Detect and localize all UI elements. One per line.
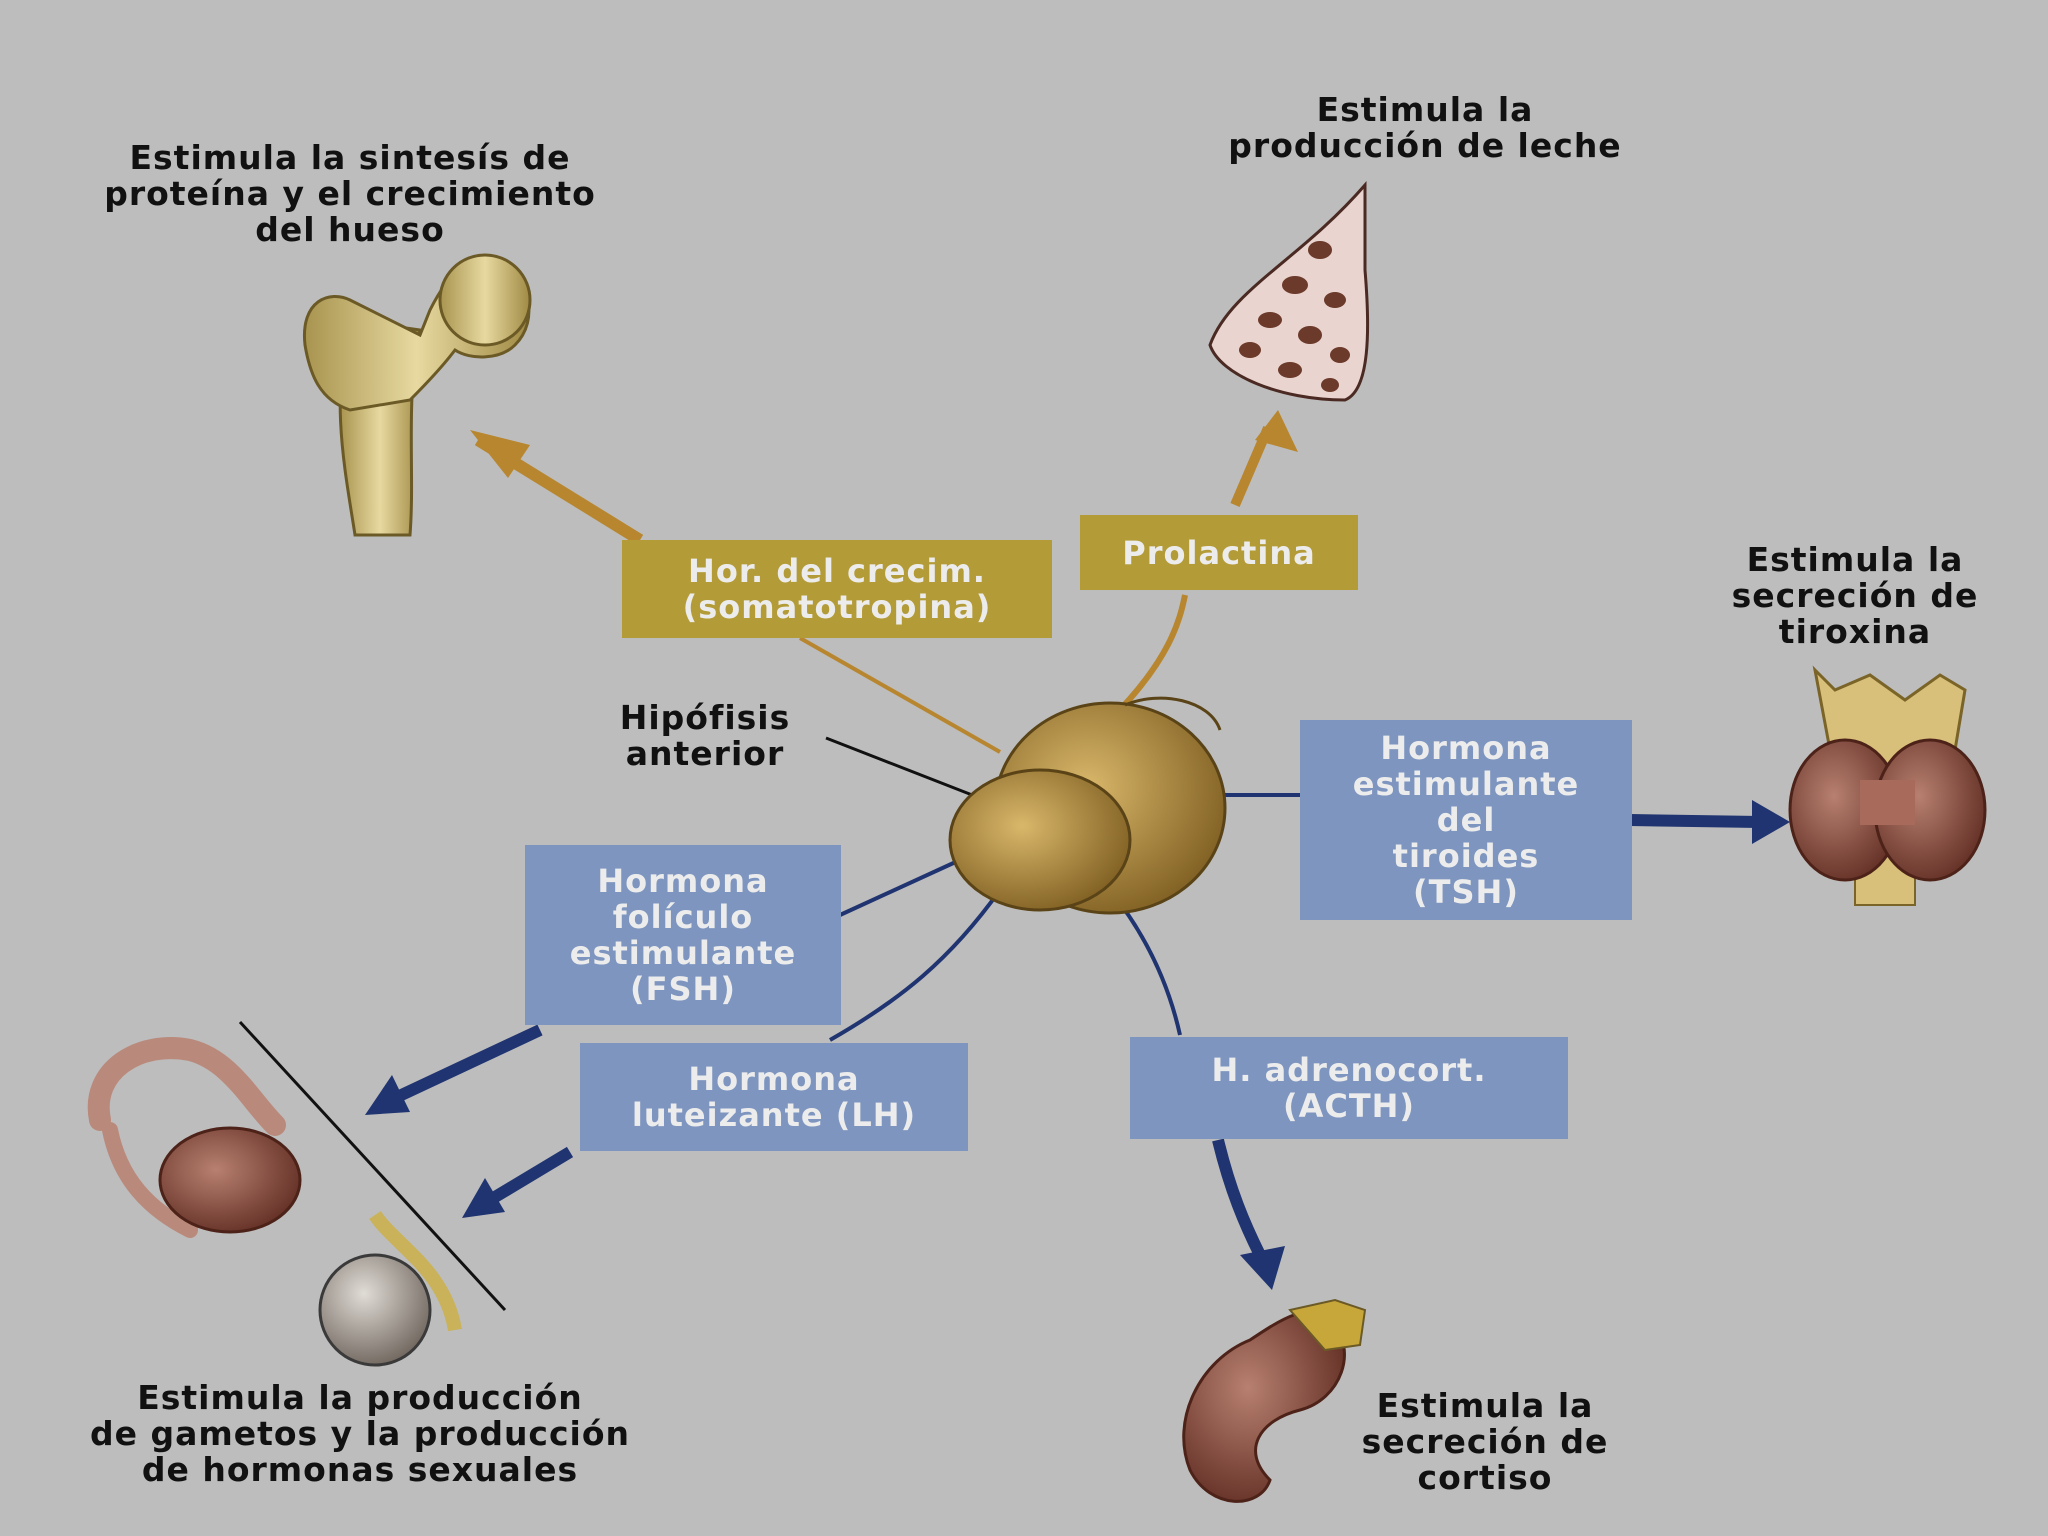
gonads-effect-caption: Estimula la producción de gametos y la p… — [89, 1378, 631, 1489]
kidney-adrenal — [1182, 1298, 1367, 1503]
mammary-gland — [1208, 180, 1370, 402]
growth-hormone-arrow — [470, 430, 1001, 754]
acth-box: H. adrenocort. (ACTH) — [1130, 1037, 1568, 1139]
thyroid-effect-caption: Estimula la secreción de tiroxina — [1731, 540, 1979, 651]
testis-organ — [318, 1210, 462, 1367]
lh-arrow — [462, 888, 1002, 1218]
lh-box: Hormona luteizante (LH) — [580, 1043, 968, 1151]
prolactin-box: Prolactina — [1080, 515, 1358, 590]
bone-effect-caption: Estimula la sintesís de proteína y el cr… — [104, 138, 596, 249]
femur-bone — [303, 253, 532, 537]
pituitary-gland — [948, 696, 1227, 915]
growth-hormone-box: Hor. del crecim. (somatotropina) — [622, 540, 1052, 638]
tsh-box: Hormona estimulante del tiroides (TSH) — [1300, 720, 1632, 920]
fsh-box: Hormona folículo estimulante (FSH) — [525, 845, 841, 1025]
thyroid-gland — [1788, 665, 1987, 906]
prolactin-arrow — [1107, 410, 1298, 723]
pituitary-label: Hipófisis anterior — [619, 698, 791, 773]
adrenal-effect-caption: Estimula la secreción de cortiso — [1361, 1386, 1609, 1497]
pituitary-pointer-line — [825, 736, 986, 802]
gonad-divider-line — [238, 1020, 507, 1312]
milk-effect-caption: Estimula la producción de leche — [1228, 90, 1622, 165]
ovary-organ — [87, 1037, 302, 1238]
fsh-arrow — [365, 858, 961, 1115]
